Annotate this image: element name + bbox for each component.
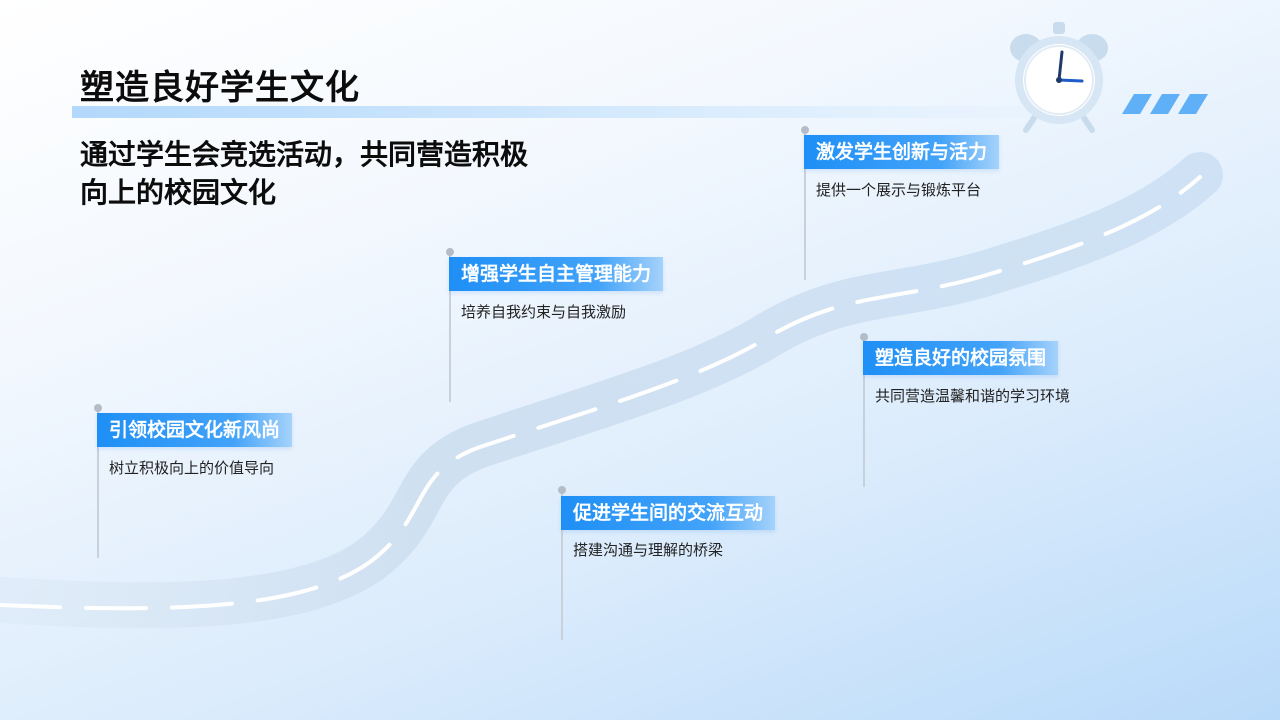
milestone-title: 引领校园文化新风尚 [97,413,292,447]
milestone-desc: 提供一个展示与锻炼平台 [816,179,981,200]
milestone-title: 激发学生创新与活力 [804,135,999,169]
slide-title: 塑造良好学生文化 [80,60,360,109]
pin-dot [860,333,868,341]
milestone-title: 促进学生间的交流互动 [561,496,775,530]
milestone-desc: 搭建沟通与理解的桥梁 [573,539,723,560]
pin-dot [558,486,566,494]
pin-dot [801,126,809,134]
milestone-desc: 树立积极向上的价值导向 [109,457,274,478]
decorative-stripes-icon [1122,94,1212,114]
pin-dot [446,248,454,256]
title-underline-bar [72,106,1072,118]
milestone-title: 增强学生自主管理能力 [449,257,663,291]
pin-dot [94,404,102,412]
slide-subtitle: 通过学生会竞选活动，共同营造积极向上的校园文化 [80,136,540,212]
milestone-title: 塑造良好的校园氛围 [863,341,1058,375]
milestone-desc: 共同营造温馨和谐的学习环境 [875,385,1070,406]
alarm-clock-icon [1004,18,1114,136]
milestone-desc: 培养自我约束与自我激励 [461,301,626,322]
